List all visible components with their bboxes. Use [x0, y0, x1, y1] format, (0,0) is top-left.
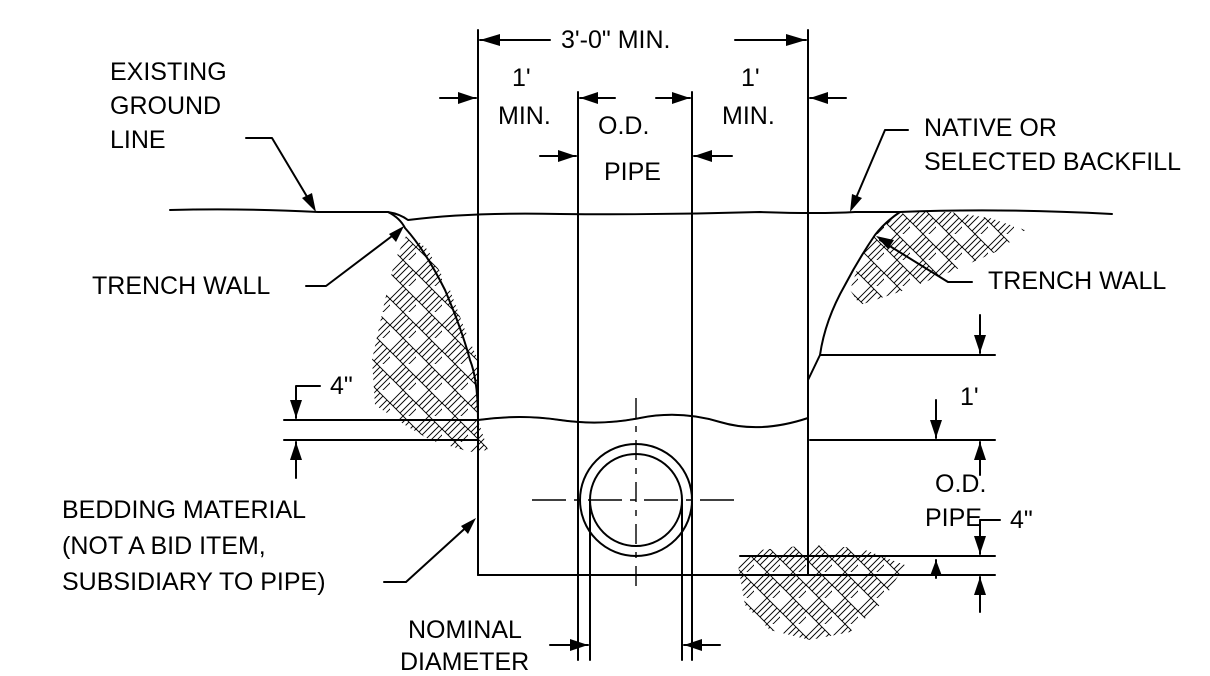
od-pipe-right-label-2: PIPE	[925, 504, 982, 532]
four-in-right-leader	[979, 519, 1001, 531]
arrowhead	[302, 193, 316, 212]
left-clearance-label-1: 1'	[512, 64, 531, 92]
four-in-right-label: 4"	[1010, 506, 1033, 534]
arrowhead	[786, 34, 806, 46]
arrowhead	[290, 442, 302, 460]
existing-ground-label-3: LINE	[110, 126, 166, 154]
arrowhead	[570, 639, 588, 651]
existing-ground-label-1: EXISTING	[110, 58, 227, 86]
arrowhead	[974, 577, 986, 595]
native-soil-right-hatch	[850, 212, 1025, 305]
existing-ground-label-2: GROUND	[110, 92, 221, 120]
top-width-label: 3'-0" MIN.	[561, 26, 671, 54]
native-soil-bottom-hatch	[738, 545, 905, 640]
bedding-label-1: BEDDING MATERIAL	[62, 496, 306, 524]
arrowhead	[672, 92, 690, 104]
arrowhead	[876, 236, 894, 249]
native-backfill-label-2: SELECTED BACKFILL	[924, 148, 1181, 176]
trench-wall-left-leader	[305, 229, 401, 287]
arrowhead	[684, 639, 702, 651]
nominal-diameter-label-2: DIAMETER	[400, 648, 529, 676]
arrowhead	[974, 442, 986, 460]
trench-wall-right	[807, 211, 901, 381]
arrowhead	[974, 536, 986, 554]
trench-wall-left-label: TRENCH WALL	[92, 272, 270, 300]
od-pipe-top-label-2: PIPE	[604, 158, 661, 186]
bedding-leader	[383, 521, 473, 583]
arrowhead	[850, 194, 862, 212]
trench-wall-right-label: TRENCH WALL	[988, 267, 1166, 295]
arrowhead	[558, 150, 576, 162]
arrowhead	[810, 92, 828, 104]
arrowhead	[389, 226, 404, 242]
od-pipe-top-label-1: O.D.	[598, 112, 649, 140]
nominal-diameter-label-1: NOMINAL	[408, 616, 522, 644]
arrowhead	[290, 400, 302, 418]
trench-wall-left	[387, 211, 479, 421]
od-pipe-right-label-1: O.D.	[935, 470, 986, 498]
native-backfill-label-1: NATIVE OR	[924, 114, 1057, 142]
bedding-label-2: (NOT A BID ITEM,	[62, 532, 266, 560]
bedding-top-line	[477, 413, 809, 429]
arrowhead	[580, 92, 598, 104]
arrowhead	[461, 518, 476, 534]
ground-line	[169, 208, 1113, 221]
right-clearance-label-2: MIN.	[722, 102, 775, 130]
arrowhead	[480, 34, 500, 46]
arrowhead	[974, 335, 986, 353]
bedding-label-3: SUBSIDIARY TO PIPE)	[62, 568, 326, 596]
four-in-left-label: 4"	[330, 372, 353, 400]
arrowhead	[930, 420, 942, 438]
existing-ground-leader	[245, 137, 313, 206]
left-clearance-label-2: MIN.	[498, 102, 551, 130]
trench-wall-right-leader	[879, 239, 973, 283]
native-soil-left-hatch	[372, 232, 488, 452]
arrowhead	[694, 150, 712, 162]
one-foot-label: 1'	[960, 383, 979, 411]
arrowhead	[458, 92, 476, 104]
right-clearance-label-1: 1'	[741, 64, 760, 92]
arrowhead	[930, 560, 942, 576]
native-backfill-leader	[852, 129, 909, 206]
